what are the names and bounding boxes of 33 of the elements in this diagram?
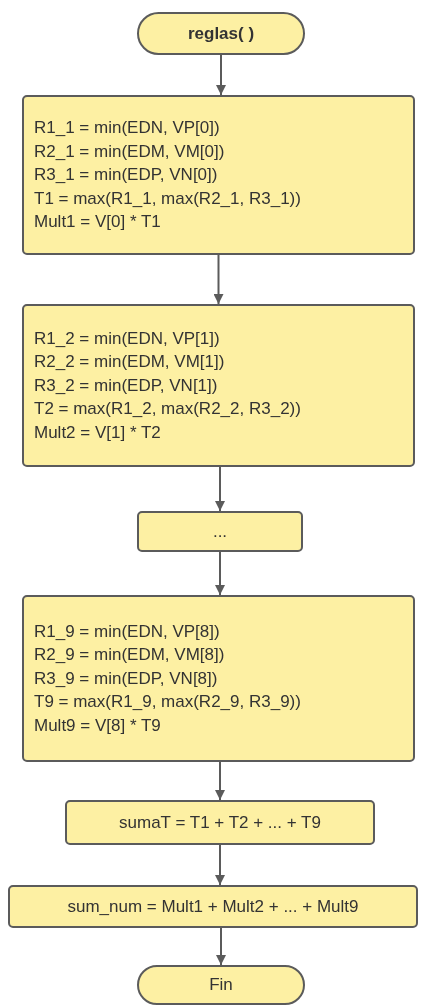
arrow [215, 466, 225, 512]
arrow [215, 551, 225, 596]
code-line: R3_1 = min(EDP, VN[0]) [34, 164, 219, 187]
code-line: T2 = max(R1_2, max(R2_2, R3_2)) [34, 398, 302, 421]
code-line: Mult2 = V[1] * T2 [34, 421, 162, 444]
arrow [215, 761, 225, 801]
code-line: R3_2 = min(EDP, VN[1]) [34, 374, 219, 397]
code-line: R1_9 = min(EDN, VP[8]) [34, 620, 221, 643]
code-line: R2_9 = min(EDM, VM[8]) [34, 644, 226, 667]
process-box [8, 885, 418, 928]
code-line: T9 = max(R1_9, max(R2_9, R3_9)) [34, 691, 302, 714]
code-line: sum_num = Mult1 + Mult2 + ... + Mult9 [67, 895, 359, 918]
code-line: ... [212, 520, 228, 543]
arrow [213, 254, 224, 305]
code-line: R3_9 = min(EDP, VN[8]) [34, 667, 219, 690]
code-line: R1_1 = min(EDN, VP[0]) [34, 117, 221, 140]
arrow [216, 927, 226, 966]
code-line: Mult1 = V[0] * T1 [34, 211, 162, 234]
process-box [22, 95, 415, 255]
code-line: R2_1 = min(EDM, VM[0]) [34, 140, 226, 163]
process-box [137, 511, 303, 552]
process-box [22, 595, 415, 762]
code-line: R1_2 = min(EDN, VP[1]) [34, 327, 221, 350]
code-line: Mult9 = V[8] * T9 [34, 714, 162, 737]
process-box [22, 304, 415, 467]
arrow [215, 844, 225, 886]
process-box [65, 800, 375, 845]
code-line: Fin [209, 974, 233, 997]
code-line: R2_2 = min(EDM, VM[1]) [34, 351, 226, 374]
arrow [216, 54, 226, 96]
code-line: T1 = max(R1_1, max(R2_1, R3_1)) [34, 187, 302, 210]
code-line: reglas( ) [187, 22, 255, 45]
code-line: sumaT = T1 + T2 + ... + T9 [119, 811, 321, 834]
